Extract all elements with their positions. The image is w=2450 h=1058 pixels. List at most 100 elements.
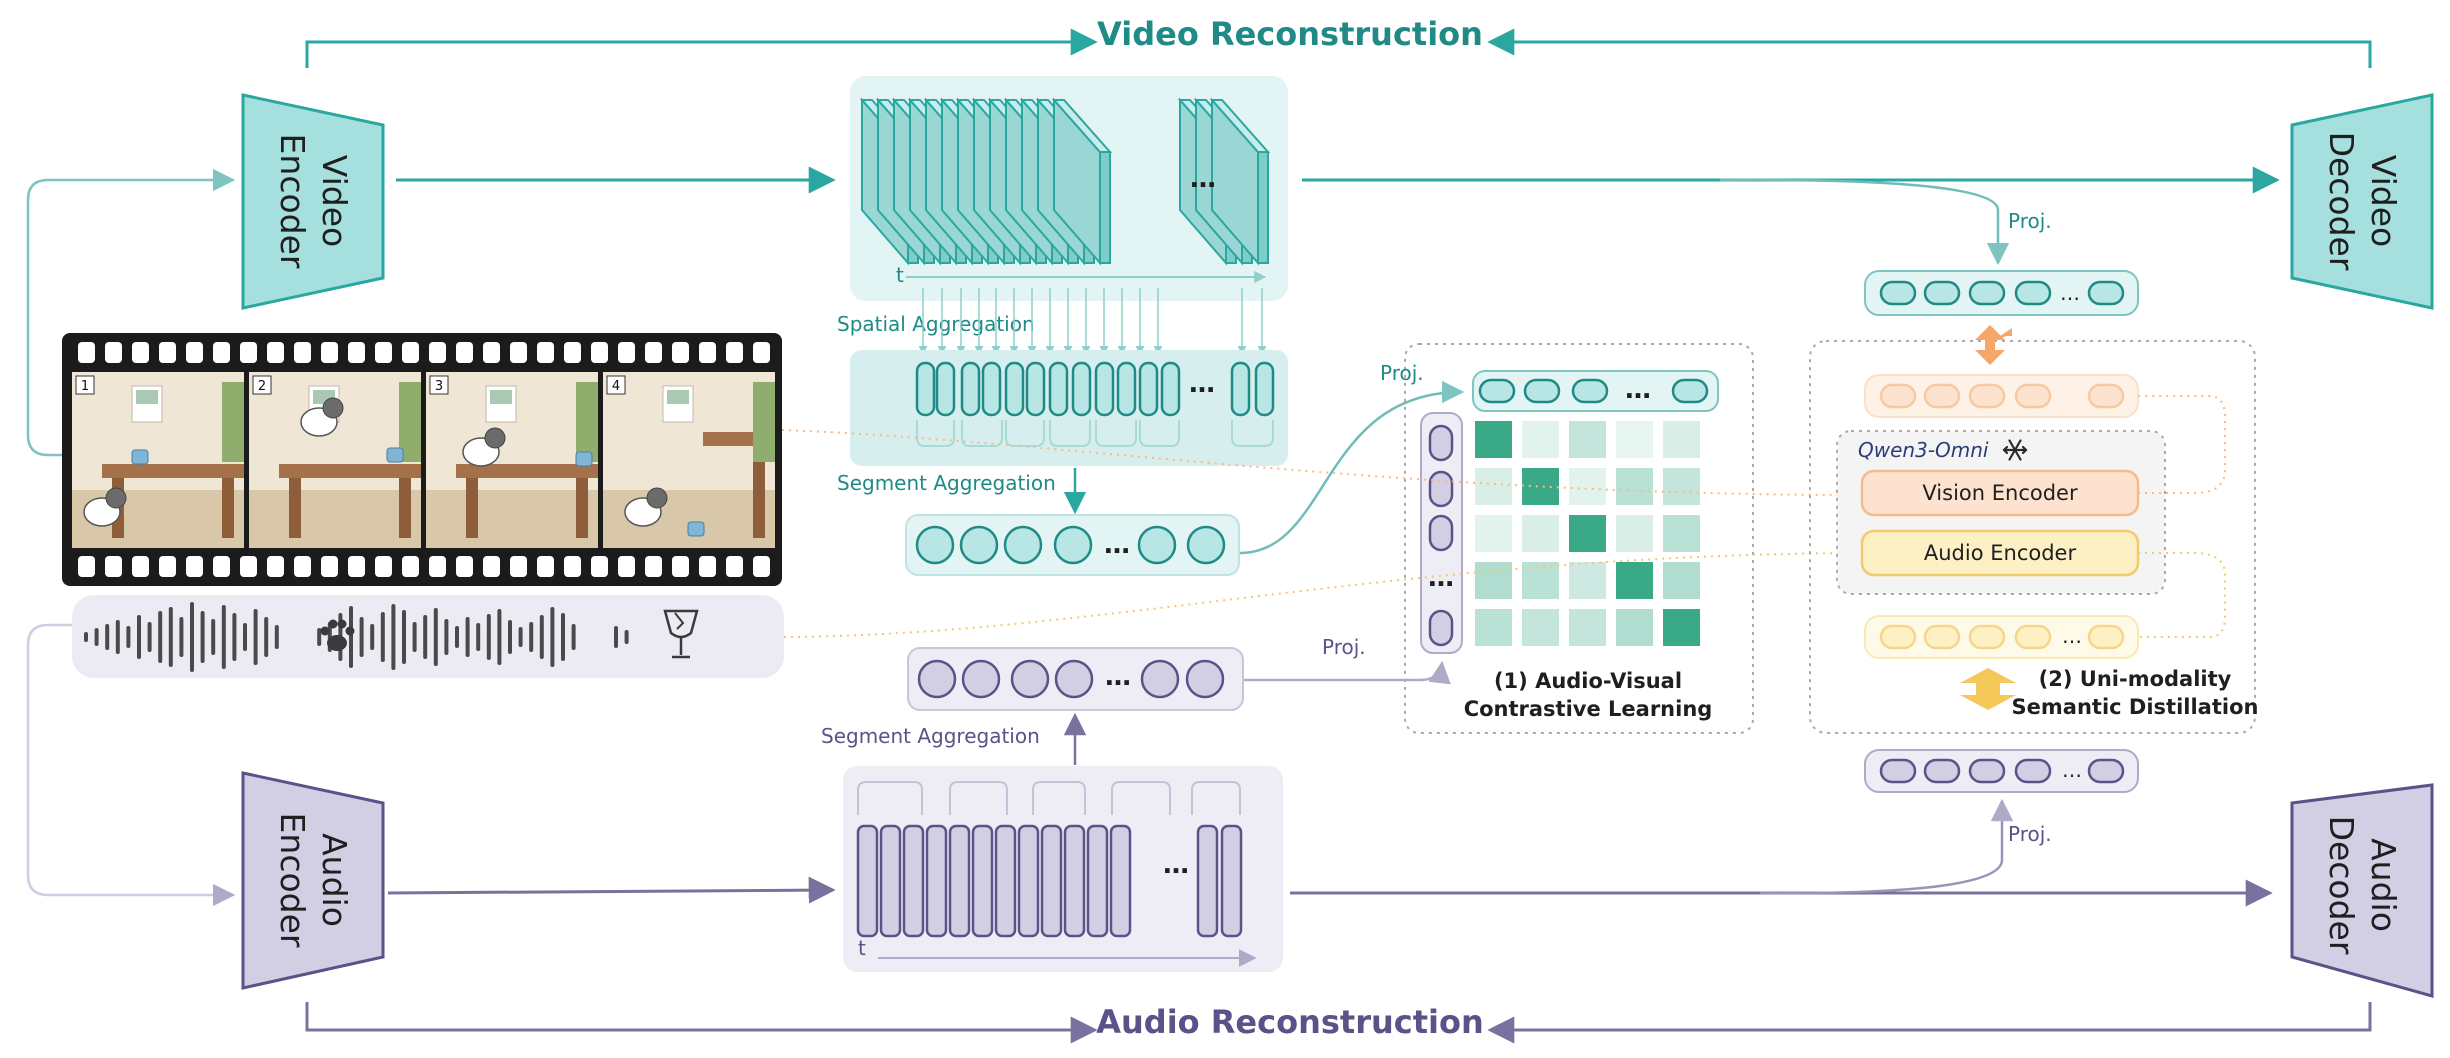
- frame-table-leg: [576, 478, 588, 538]
- qwen-omni-label: Qwen3-Omni: [1858, 438, 1989, 462]
- audio-latent-token: [1220, 824, 1243, 938]
- frame-number: 1: [81, 379, 89, 394]
- contrast-audio-token: [1428, 609, 1454, 647]
- vision-target-token: [1968, 383, 2006, 409]
- waveform-bar: [561, 613, 565, 661]
- video-segment-token: [1003, 525, 1043, 565]
- waveform-bars: [84, 602, 629, 672]
- audio-target-token: [2087, 624, 2125, 650]
- contrast-audio-token: [1428, 424, 1454, 462]
- waveform-bar: [317, 628, 322, 646]
- similarity-cell: [1569, 609, 1606, 646]
- film-sprocket: [159, 342, 176, 363]
- waveform-bar: [465, 617, 470, 657]
- video-reconstruction-title: Video Reconstruction: [1097, 15, 1483, 53]
- waveform-bar: [200, 611, 205, 663]
- spatial-token: [1025, 361, 1046, 417]
- audio-decoder-label-2: Decoder: [2322, 816, 2361, 955]
- segment-bracket: [1139, 420, 1180, 447]
- waveform-bar: [455, 626, 459, 648]
- video-latent-slab: [1051, 97, 1113, 266]
- waveform-bar: [486, 614, 491, 660]
- frame-chair: [753, 382, 775, 462]
- film-sprocket: [267, 342, 284, 363]
- film-sprocket: [591, 342, 608, 363]
- spatial-ellipsis: …: [1189, 369, 1215, 399]
- snowflake-icon: [2002, 439, 2028, 461]
- film-sprocket: [726, 342, 743, 363]
- film-sprocket: [402, 556, 419, 577]
- similarity-cell: [1569, 515, 1606, 552]
- film-sprocket: [618, 342, 635, 363]
- frame-table-leg: [222, 478, 234, 538]
- spatial-tokens-panel: [850, 350, 1288, 466]
- film-sprocket: [321, 556, 338, 577]
- video-segment-tokens: [915, 525, 1226, 565]
- similarity-cell: [1569, 468, 1606, 505]
- waveform-bar: [243, 623, 247, 651]
- distill-video-proj-tokens: [1879, 280, 2125, 306]
- audio-segment-tokens: [917, 659, 1225, 699]
- frame-table-leg: [753, 446, 765, 538]
- segment-aggregation-video-label: Segment Aggregation: [837, 471, 1056, 495]
- proj-audio-label: Proj.: [1322, 635, 1366, 659]
- video-decoder: Video Decoder: [2290, 93, 2434, 310]
- audio-segment-bracket: [1191, 781, 1241, 815]
- contrast-row-ellipsis: …: [1625, 375, 1651, 405]
- frame-number: 2: [258, 379, 266, 394]
- video-seg-ellipsis: …: [1104, 530, 1130, 560]
- vision-encoder-output-link: [2138, 395, 2226, 494]
- film-sprocket: [537, 342, 554, 363]
- video-frame: 2: [249, 372, 421, 548]
- similarity-cell: [1475, 609, 1512, 646]
- audio-target-token: [1968, 624, 2006, 650]
- frame-table-leg: [399, 478, 411, 538]
- distill-audio-proj-tokens: [1879, 758, 2125, 784]
- similarity-cell: [1522, 562, 1559, 599]
- broken-glass-icon: [663, 609, 699, 659]
- film-sprocket: [78, 556, 95, 577]
- audio-latent-token: [971, 824, 994, 938]
- film-sprocket: [564, 556, 581, 577]
- waveform-bar: [190, 602, 194, 672]
- paw-icon: [320, 619, 355, 651]
- distillation-panel: [1809, 340, 2256, 734]
- frame-calendar-picture: [667, 390, 689, 404]
- audio-seg-ellipsis: …: [1105, 662, 1131, 692]
- proj-decoder-audio-label: Proj.: [2008, 822, 2052, 846]
- audio-target-token: [1923, 624, 1961, 650]
- film-sprocket: [672, 556, 689, 577]
- video-segment-brackets: [916, 420, 1274, 447]
- video-input-arrow: [26, 168, 236, 457]
- frame-cat-head: [322, 397, 344, 419]
- waveform-bar: [391, 604, 396, 670]
- video-frame: 1: [72, 372, 244, 548]
- film-sprocket: [510, 342, 527, 363]
- film-sprocket: [429, 342, 446, 363]
- film-sprocket: [699, 556, 716, 577]
- film-sprocket: [429, 556, 446, 577]
- contrastive-caption-2: Contrastive Learning: [1464, 697, 1713, 721]
- spatial-token: [1138, 361, 1159, 417]
- film-sprocket: [672, 342, 689, 363]
- spatial-aggregation-arrows: [918, 288, 1267, 355]
- waveform-bar: [444, 619, 449, 655]
- film-sprocket: [105, 556, 122, 577]
- waveform-bar: [508, 620, 512, 654]
- audio-encoder-distill-label: Audio Encoder: [1924, 541, 2077, 565]
- waveform-bar: [380, 612, 385, 662]
- proj-contrast-label: Proj.: [1380, 361, 1424, 385]
- waveform-bar: [359, 617, 364, 657]
- audio-decoder-label-1: Audio: [2364, 838, 2403, 932]
- similarity-matrix: [1475, 421, 1700, 646]
- film-sprocket: [753, 556, 770, 577]
- film-sprocket: [753, 342, 770, 363]
- contrastive-learning-panel: [1404, 343, 1754, 734]
- film-sprocket: [483, 342, 500, 363]
- film-sprocket: [321, 342, 338, 363]
- vision-target-token: [2014, 383, 2052, 409]
- film-sprocket: [699, 342, 716, 363]
- audio-reconstruction-title: Audio Reconstruction: [1096, 1003, 1484, 1041]
- audio-latent-token: [879, 824, 902, 938]
- similarity-cell: [1616, 609, 1653, 646]
